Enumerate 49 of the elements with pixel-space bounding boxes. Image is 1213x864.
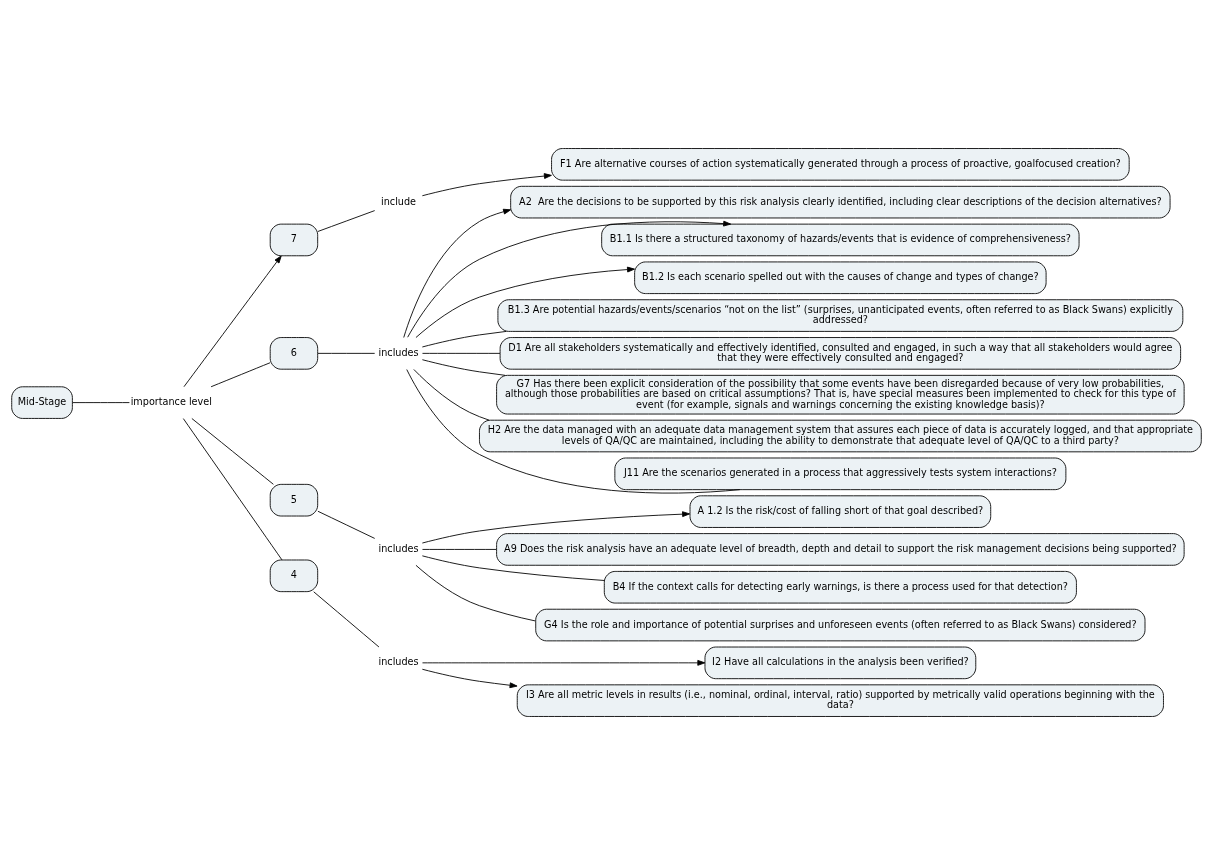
connector <box>191 417 274 485</box>
connector <box>422 548 497 550</box>
node-box: 5 <box>269 483 319 516</box>
arrow <box>183 254 282 387</box>
connector <box>317 209 376 232</box>
node-box: H2 Are the data managed with an adequate data management system that assures each piece of data is accurately logged, and that appropriate levels of QA/QC are maintained, including the ability to demonstrate that adequate level of QA/QC to a third party? <box>479 419 1202 452</box>
connector <box>415 564 536 621</box>
node-text: include <box>381 195 417 207</box>
arrow <box>422 659 706 666</box>
node-box: B4 If the context calls for detecting early warnings, is there a process used for that detection? <box>603 570 1077 603</box>
node-box: B1.3 Are potential hazards/events/scenarios “not on the list” (surprises, unanticipated events, often referred to as Black Swans) explicitly addressed? <box>497 298 1184 332</box>
node-box: I2 Have all calculations in the analysis been verified? <box>704 646 977 679</box>
connector <box>210 361 271 387</box>
connector <box>406 368 741 493</box>
node-box: A9 Does the risk analysis have an adequate level of breadth, depth and detail to support the risk management decisions being supported? <box>496 532 1185 566</box>
node-box: J11 Are the scenarios generated in a process that aggressively tests system interactions? <box>614 457 1067 490</box>
node-text: includes <box>378 346 419 358</box>
node-box: B1.1 Is there a structured taxonomy of hazards/events that is evidence of comprehensiveness? <box>601 223 1080 256</box>
connector <box>317 510 376 539</box>
connector <box>317 352 376 354</box>
connector <box>313 590 380 647</box>
node-box: G4 Is the role and importance of potential surprises and unforeseen events (often referred to as Black Swans) considered? <box>535 608 1146 641</box>
arrow <box>421 668 518 688</box>
connector <box>72 401 130 403</box>
arrow <box>421 172 552 196</box>
connector <box>182 417 283 560</box>
node-box: 4 <box>269 559 319 592</box>
node-box: B1.2 Is each scenario spelled out with the causes of change and types of change? <box>634 261 1047 294</box>
arrow <box>407 220 732 338</box>
arrow <box>415 266 635 338</box>
connector <box>421 554 605 581</box>
node-box: D1 Are all stakeholders systematically and effectively identified, consulted and engaged, in such a way that all stakeholders would agree that they were effectively consulted and engaged? <box>499 336 1182 370</box>
arrow <box>421 510 691 543</box>
connector <box>421 330 507 347</box>
connector <box>421 358 506 376</box>
node-text: includes <box>378 655 419 667</box>
node-box: 6 <box>269 336 319 370</box>
connector <box>413 368 490 421</box>
node-box: I3 Are all metric levels in results (i.e., nominal, ordinal, interval, ratio) supported by metrically valid operations beginning with the data? <box>516 683 1164 717</box>
node-box: 7 <box>269 223 319 256</box>
connector <box>422 352 501 354</box>
node-box: F1 Are alternative courses of action systematically generated through a process of proactive, goalfocused creation? <box>551 147 1130 181</box>
arrow <box>403 208 512 338</box>
node-text: includes <box>378 542 419 554</box>
node-box: Mid-Stage <box>11 385 73 419</box>
node-text: importance level <box>130 395 212 407</box>
node-box: A2 Are the decisions to be supported by this risk analysis clearly identified, including clear descriptions of the decision alternatives? <box>510 185 1171 218</box>
node-box: G7 Has there been explicit consideration of the possibility that some events have been disregarded because of very low probabilities, although those probabilities are based on critical assumptions? That is, have special measures been implemented to check for this type of event (for example, signals and warnings concerning the existing knowledge basis)? <box>496 374 1185 414</box>
node-box: A 1.2 Is the risk/cost of falling short of that goal described? <box>689 494 992 528</box>
